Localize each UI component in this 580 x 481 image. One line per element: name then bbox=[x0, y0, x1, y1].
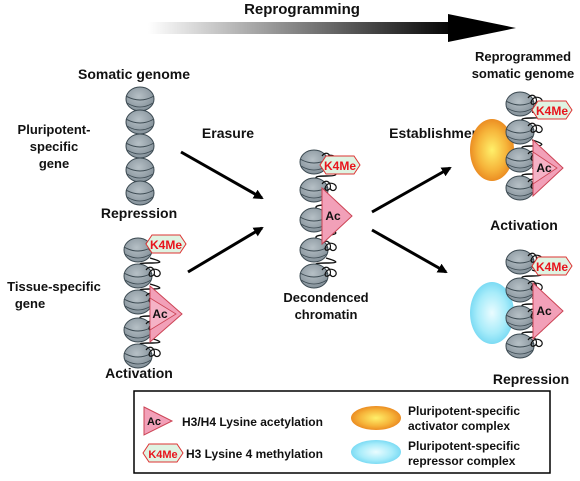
right-activation-label: Activation bbox=[490, 217, 558, 233]
legend-ac-text: Ac bbox=[147, 416, 161, 428]
nucleosome bbox=[125, 86, 155, 112]
decondensed-label-2: chromatin bbox=[295, 307, 358, 322]
nucleosome bbox=[125, 133, 155, 159]
erasure-arrow-top bbox=[180, 150, 264, 200]
nucleosome bbox=[505, 147, 535, 173]
nucleosome bbox=[123, 289, 153, 315]
condensed-chromatin bbox=[125, 86, 155, 206]
legend-k4me-text: K4Me bbox=[148, 449, 177, 461]
tissue-specific-chromatin bbox=[123, 237, 161, 369]
legend-acetylation-label: H3/H4 Lysine acetylation bbox=[182, 415, 323, 429]
legend-activator-label-2: activator complex bbox=[408, 419, 510, 433]
ac-mark-right-bottom: Ac bbox=[532, 281, 564, 341]
nucleosome bbox=[125, 157, 155, 183]
activator-complex bbox=[470, 119, 514, 181]
k4me-text: K4Me bbox=[150, 238, 182, 252]
k4me-mark-right-bottom: K4Me bbox=[531, 256, 573, 276]
right-repression-label: Repression bbox=[493, 371, 569, 387]
legend-ac-symbol: Ac bbox=[143, 406, 174, 436]
ac-mark-right-top: Ac bbox=[532, 138, 564, 198]
tissue-gene-label-2: gene bbox=[15, 296, 45, 311]
nucleosome bbox=[125, 180, 155, 206]
dna-loop bbox=[321, 240, 337, 252]
legend-repressor-label-2: repressor complex bbox=[408, 454, 516, 468]
dna-loop bbox=[145, 266, 161, 278]
reprogrammed-label-2: somatic genome bbox=[472, 66, 575, 81]
nucleosome bbox=[505, 175, 535, 201]
legend-k4me-symbol: K4Me bbox=[142, 443, 184, 463]
ac-mark-tissue: Ac bbox=[149, 284, 183, 344]
legend: Ac H3/H4 Lysine acetylation K4Me H3 Lysi… bbox=[133, 390, 551, 474]
dna-loop bbox=[321, 266, 337, 278]
legend-activator-symbol bbox=[351, 406, 401, 430]
left-repression-label: Repression bbox=[101, 205, 177, 221]
erasure-label: Erasure bbox=[202, 125, 254, 141]
erasure-arrow-bottom bbox=[187, 226, 264, 274]
dna-loop bbox=[527, 336, 543, 348]
legend-methylation-label: H3 Lysine 4 methylation bbox=[186, 447, 323, 461]
legend-repressor-label-1: Pluripotent-specific bbox=[408, 439, 520, 453]
k4me-mark-tissue: K4Me bbox=[145, 234, 187, 254]
k4me-mark-middle: K4Me bbox=[319, 155, 361, 175]
k4me-text: K4Me bbox=[324, 159, 356, 173]
k4me-text: K4Me bbox=[536, 260, 568, 274]
dna-loop bbox=[527, 280, 543, 292]
repressor-complex bbox=[470, 282, 514, 344]
dna-loop bbox=[321, 180, 337, 192]
decondensed-label-1: Decondenced bbox=[283, 290, 368, 305]
left-activation-label: Activation bbox=[105, 365, 173, 381]
pluripotent-gene-label-1: Pluripotent- bbox=[18, 122, 91, 137]
ac-text: Ac bbox=[536, 161, 552, 175]
legend-activator-label-1: Pluripotent-specific bbox=[408, 404, 520, 418]
nucleosome bbox=[505, 333, 535, 359]
somatic-genome-label: Somatic genome bbox=[78, 66, 190, 82]
reprogrammed-label-1: Reprogrammed bbox=[475, 49, 571, 64]
ac-text: Ac bbox=[152, 307, 168, 321]
pluripotent-gene-label-2: specific bbox=[30, 139, 78, 154]
k4me-mark-right-top: K4Me bbox=[531, 100, 573, 120]
reprogramming-arrow bbox=[148, 14, 516, 42]
tissue-gene-label-1: Tissue-specific bbox=[7, 279, 101, 294]
legend-box bbox=[133, 390, 551, 474]
repressed-chromatin bbox=[505, 249, 543, 359]
ac-text: Ac bbox=[536, 304, 552, 318]
reprogramming-title: Reprogramming bbox=[244, 1, 360, 18]
establishment-label: Establishment bbox=[389, 125, 485, 141]
establishment-arrow-bottom bbox=[371, 228, 448, 274]
ac-mark-middle: Ac bbox=[321, 186, 353, 246]
dna-loop bbox=[145, 346, 161, 358]
legend-repressor-symbol bbox=[351, 440, 401, 464]
dna-loop bbox=[527, 122, 543, 134]
establishment-arrow-top bbox=[371, 166, 452, 214]
nucleosome bbox=[125, 109, 155, 135]
nucleosome bbox=[505, 277, 535, 303]
ac-text: Ac bbox=[325, 209, 341, 223]
activated-chromatin bbox=[505, 91, 543, 201]
k4me-text: K4Me bbox=[536, 104, 568, 118]
pluripotent-gene-label-3: gene bbox=[39, 156, 69, 171]
